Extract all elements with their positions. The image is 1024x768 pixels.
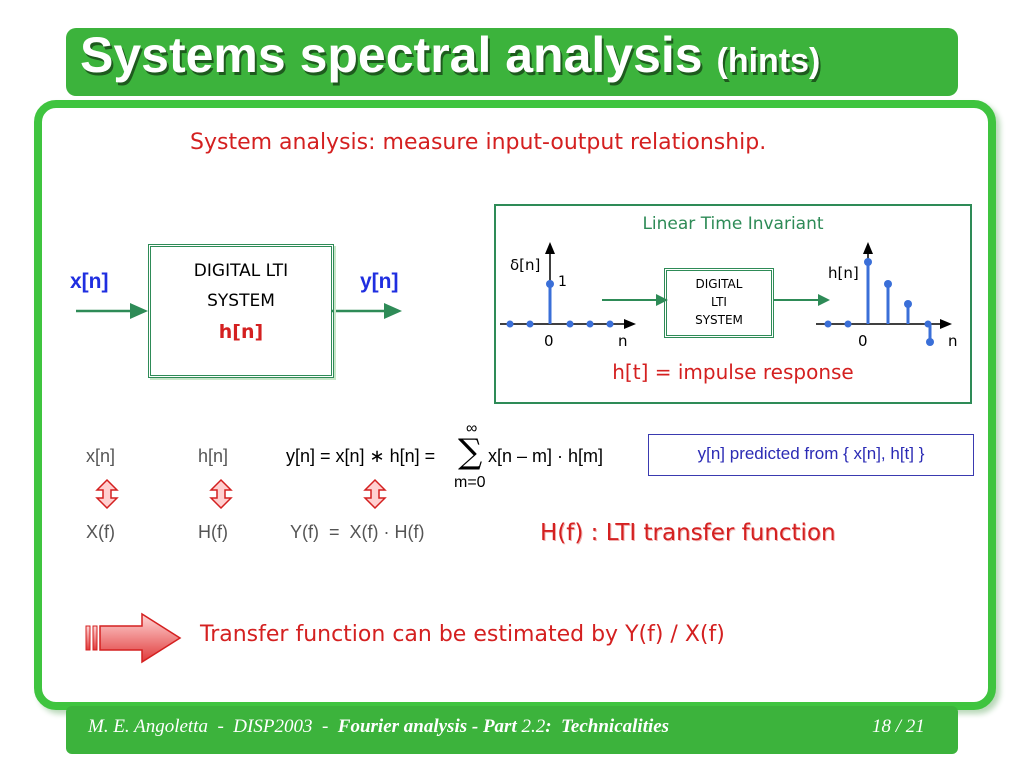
conclusion-text: Transfer function can be estimated by Y(… (200, 622, 725, 647)
negative-sample (926, 324, 934, 346)
subtitle: System analysis: measure input-output re… (190, 130, 767, 155)
transfer-function-label: H(f) : LTI transfer function (540, 520, 836, 546)
panel-arrow-out (774, 294, 830, 306)
impulse-value-label: 1 (558, 274, 567, 290)
title-bar (66, 28, 958, 96)
footer-part: 2.2 (516, 716, 546, 737)
impulse-zero-label: 0 (544, 332, 554, 350)
footer-bar (66, 706, 958, 754)
lti-panel: Linear Time Invariant δ[n] 1 0 n DIGITAL… (494, 204, 972, 404)
input-signal-label: x[n] (70, 270, 109, 293)
impulse-response-caption: h[t] = impulse response (612, 360, 854, 384)
impulse-n-label: n (618, 332, 628, 350)
yn-double-arrow (363, 478, 387, 510)
title-main: Systems spectral analysis (80, 27, 703, 83)
footer: M. E. Angoletta - DISP2003 - Fourier ana… (88, 716, 669, 738)
hn-label: h[n] (198, 446, 229, 466)
footer-course: Fourier analysis - Part (337, 716, 517, 737)
xn-label: x[n] (86, 446, 116, 466)
footer-topic: : Technicalities (545, 716, 670, 737)
title-hint: (hints) (716, 42, 821, 80)
xn-double-arrow (95, 478, 119, 510)
panel-arrow-in (602, 294, 668, 306)
impulse-sample (546, 280, 554, 288)
footer-page-number: 18 / 21 (872, 716, 925, 737)
sum-upper-limit: ∞ (466, 420, 478, 437)
lti-box-line3: h[n] (218, 321, 264, 343)
panel-box-line1: DIGITAL (695, 277, 743, 291)
Yf-product: Y(f) = X(f) · H(f) (290, 522, 425, 542)
Hf-label: H(f) (198, 522, 228, 542)
prediction-box: y[n] predicted from { x[n], h[t] } (648, 434, 974, 476)
slide-title: Systems spectral analysis (hints) (80, 26, 820, 84)
output-arrow (332, 303, 402, 319)
response-n-label: n (948, 332, 958, 350)
content-frame (34, 100, 996, 710)
impulse-plot (500, 242, 636, 329)
impulse-response-plot (816, 242, 952, 329)
lti-panel-title: Linear Time Invariant (642, 214, 824, 234)
Xf-label: X(f) (86, 522, 115, 542)
lti-system-box: DIGITAL LTI SYSTEM h[n] (148, 244, 334, 378)
lti-box-line2: SYSTEM (207, 291, 275, 311)
convolution-lhs: y[n] = x[n] ∗ h[n] = (286, 446, 436, 466)
panel-system-box: DIGITAL LTI SYSTEM (664, 268, 774, 338)
lti-box-line1: DIGITAL LTI (193, 261, 289, 281)
input-arrow (76, 303, 148, 319)
prediction-text: y[n] predicted from { x[n], h[t] } (697, 444, 925, 463)
response-y-label: h[n] (828, 264, 859, 282)
footer-author: M. E. Angoletta - DISP2003 - (88, 716, 338, 737)
sum-symbol: ∑ (458, 432, 483, 472)
hn-double-arrow (209, 478, 233, 510)
output-signal-label: y[n] (360, 270, 399, 293)
impulse-y-label: δ[n] (510, 256, 541, 274)
conclusion-arrow-icon (85, 612, 182, 664)
convolution-rhs: x[n – m] · h[m] (488, 446, 604, 466)
sum-lower-limit: m=0 (454, 474, 486, 491)
response-zero-label: 0 (858, 332, 868, 350)
panel-box-line2: LTI (711, 295, 727, 309)
panel-box-line3: SYSTEM (695, 313, 743, 327)
